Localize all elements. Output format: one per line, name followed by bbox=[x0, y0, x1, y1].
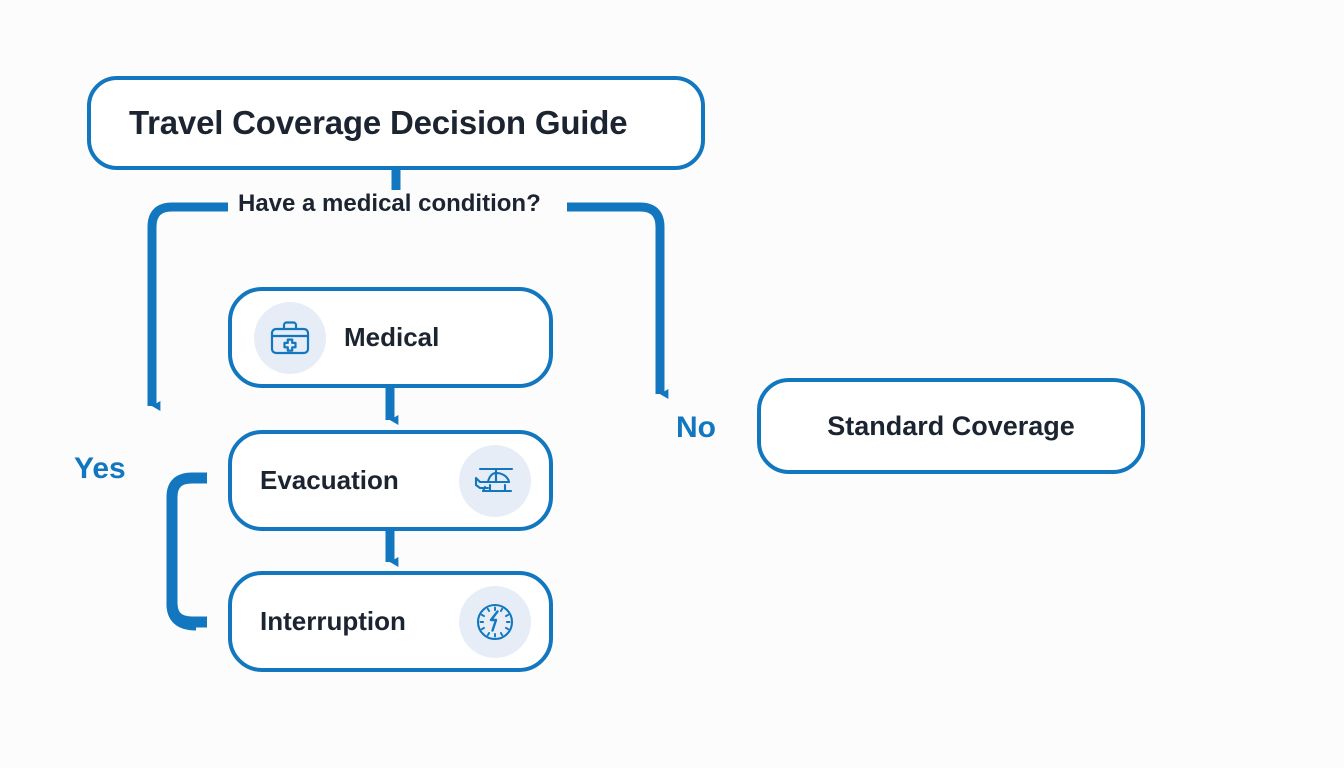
branch-label-yes: Yes bbox=[74, 452, 126, 485]
decision-question: Have a medical condition? bbox=[231, 190, 548, 218]
connector-yes-branch bbox=[147, 202, 228, 411]
helicopter-icon bbox=[459, 444, 531, 517]
node-medical[interactable]: Medical bbox=[228, 287, 553, 388]
node-interruption-label: Interruption bbox=[260, 606, 406, 636]
node-standard-coverage-label: Standard Coverage bbox=[827, 410, 1075, 441]
node-evacuation-label: Evacuation bbox=[260, 465, 399, 495]
node-evacuation[interactable]: Evacuation bbox=[228, 430, 553, 531]
node-medical-label: Medical bbox=[344, 322, 440, 352]
node-interruption[interactable]: Interruption bbox=[228, 571, 553, 672]
connector-yes-spine-to-interruption bbox=[166, 497, 208, 628]
branch-label-no: No bbox=[676, 411, 716, 444]
page-title: Travel Coverage Decision Guide bbox=[129, 104, 628, 141]
node-standard-coverage[interactable]: Standard Coverage bbox=[757, 378, 1145, 474]
connector-no-branch bbox=[567, 202, 669, 399]
first-aid-kit-icon bbox=[254, 301, 326, 374]
clock-lightning-icon bbox=[459, 585, 531, 658]
title-node[interactable]: Travel Coverage Decision Guide bbox=[87, 76, 705, 170]
connector-yes-spine-to-evacuation bbox=[166, 472, 208, 631]
